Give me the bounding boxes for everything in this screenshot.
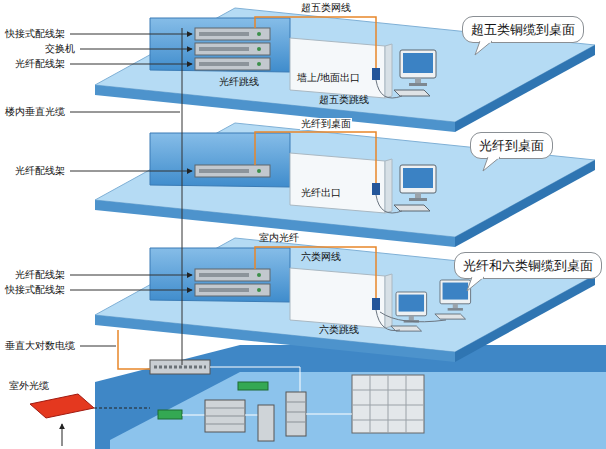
- part-label: 墙上/地面出口: [296, 72, 361, 84]
- floor-1: [95, 8, 595, 132]
- part-label: 垂直大对数电缆: [4, 340, 76, 352]
- callout-bubble: 光纤到桌面: [470, 132, 553, 159]
- part-label: 光纤配线架: [14, 165, 66, 177]
- callout-text: 光纤到桌面: [479, 137, 544, 154]
- part-label: 交换机: [44, 43, 76, 55]
- part-label: 光纤配线架: [14, 269, 66, 281]
- callout-tail: [475, 41, 499, 56]
- callout-bubble: 超五类铜缆到桌面: [462, 16, 584, 43]
- callout-text: 超五类铜缆到桌面: [471, 21, 575, 38]
- part-label: 光纤配线架: [14, 58, 66, 70]
- part-label: 六类跳线: [318, 324, 360, 336]
- callout-tail: [467, 277, 491, 292]
- part-label: 六类网线: [300, 251, 342, 263]
- part-label: 超五类网线: [300, 2, 352, 14]
- part-label: 快接式配线架: [4, 284, 66, 296]
- part-label: 楼内垂直光缆: [4, 106, 66, 118]
- part-label: 光纤跳线: [218, 76, 260, 88]
- part-label: 快接式配线架: [4, 28, 66, 40]
- callout-tail: [483, 157, 507, 172]
- leader-lines: [70, 28, 192, 365]
- part-label: 光纤出口: [300, 187, 342, 199]
- callout-bubble: 光纤和六类铜缆到桌面: [454, 252, 602, 279]
- floor-2: [95, 123, 595, 247]
- part-label: 室内光纤: [258, 232, 300, 244]
- part-label: 超五类跳线: [318, 94, 370, 106]
- part-label: 室外光缆: [8, 380, 50, 392]
- part-label: 光纤到桌面: [300, 118, 352, 130]
- callout-text: 光纤和六类铜缆到桌面: [463, 257, 593, 274]
